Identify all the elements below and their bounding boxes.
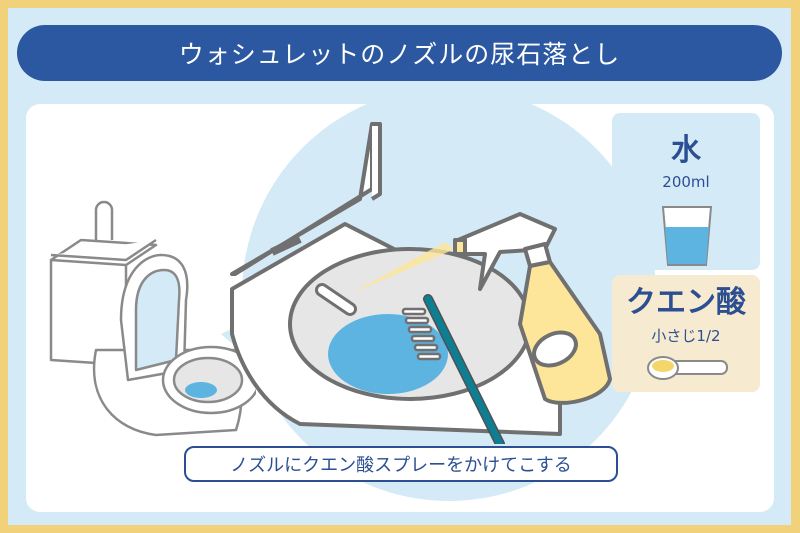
toilet-icon — [49, 200, 256, 437]
ingredient-name: クエン酸 — [626, 285, 746, 320]
water-glass-icon — [661, 206, 713, 266]
water-card: 水 200ml — [612, 113, 760, 270]
illustration-panel: 水 200ml クエン酸 小さじ1/2 ノズルにクエン酸スプレーをかけてこする — [26, 104, 774, 512]
ingredient-amount: 200ml — [662, 173, 710, 191]
page-title: ウォシュレットのノズルの尿石落とし — [17, 25, 782, 81]
citric-acid-card: クエン酸 小さじ1/2 — [612, 275, 760, 392]
instruction-caption: ノズルにクエン酸スプレーをかけてこする — [184, 446, 618, 482]
ingredient-amount: 小さじ1/2 — [651, 327, 721, 345]
nozzle-closeup-illustration — [230, 122, 612, 444]
ingredient-name: 水 — [671, 133, 701, 168]
measuring-spoon-icon — [647, 356, 728, 380]
